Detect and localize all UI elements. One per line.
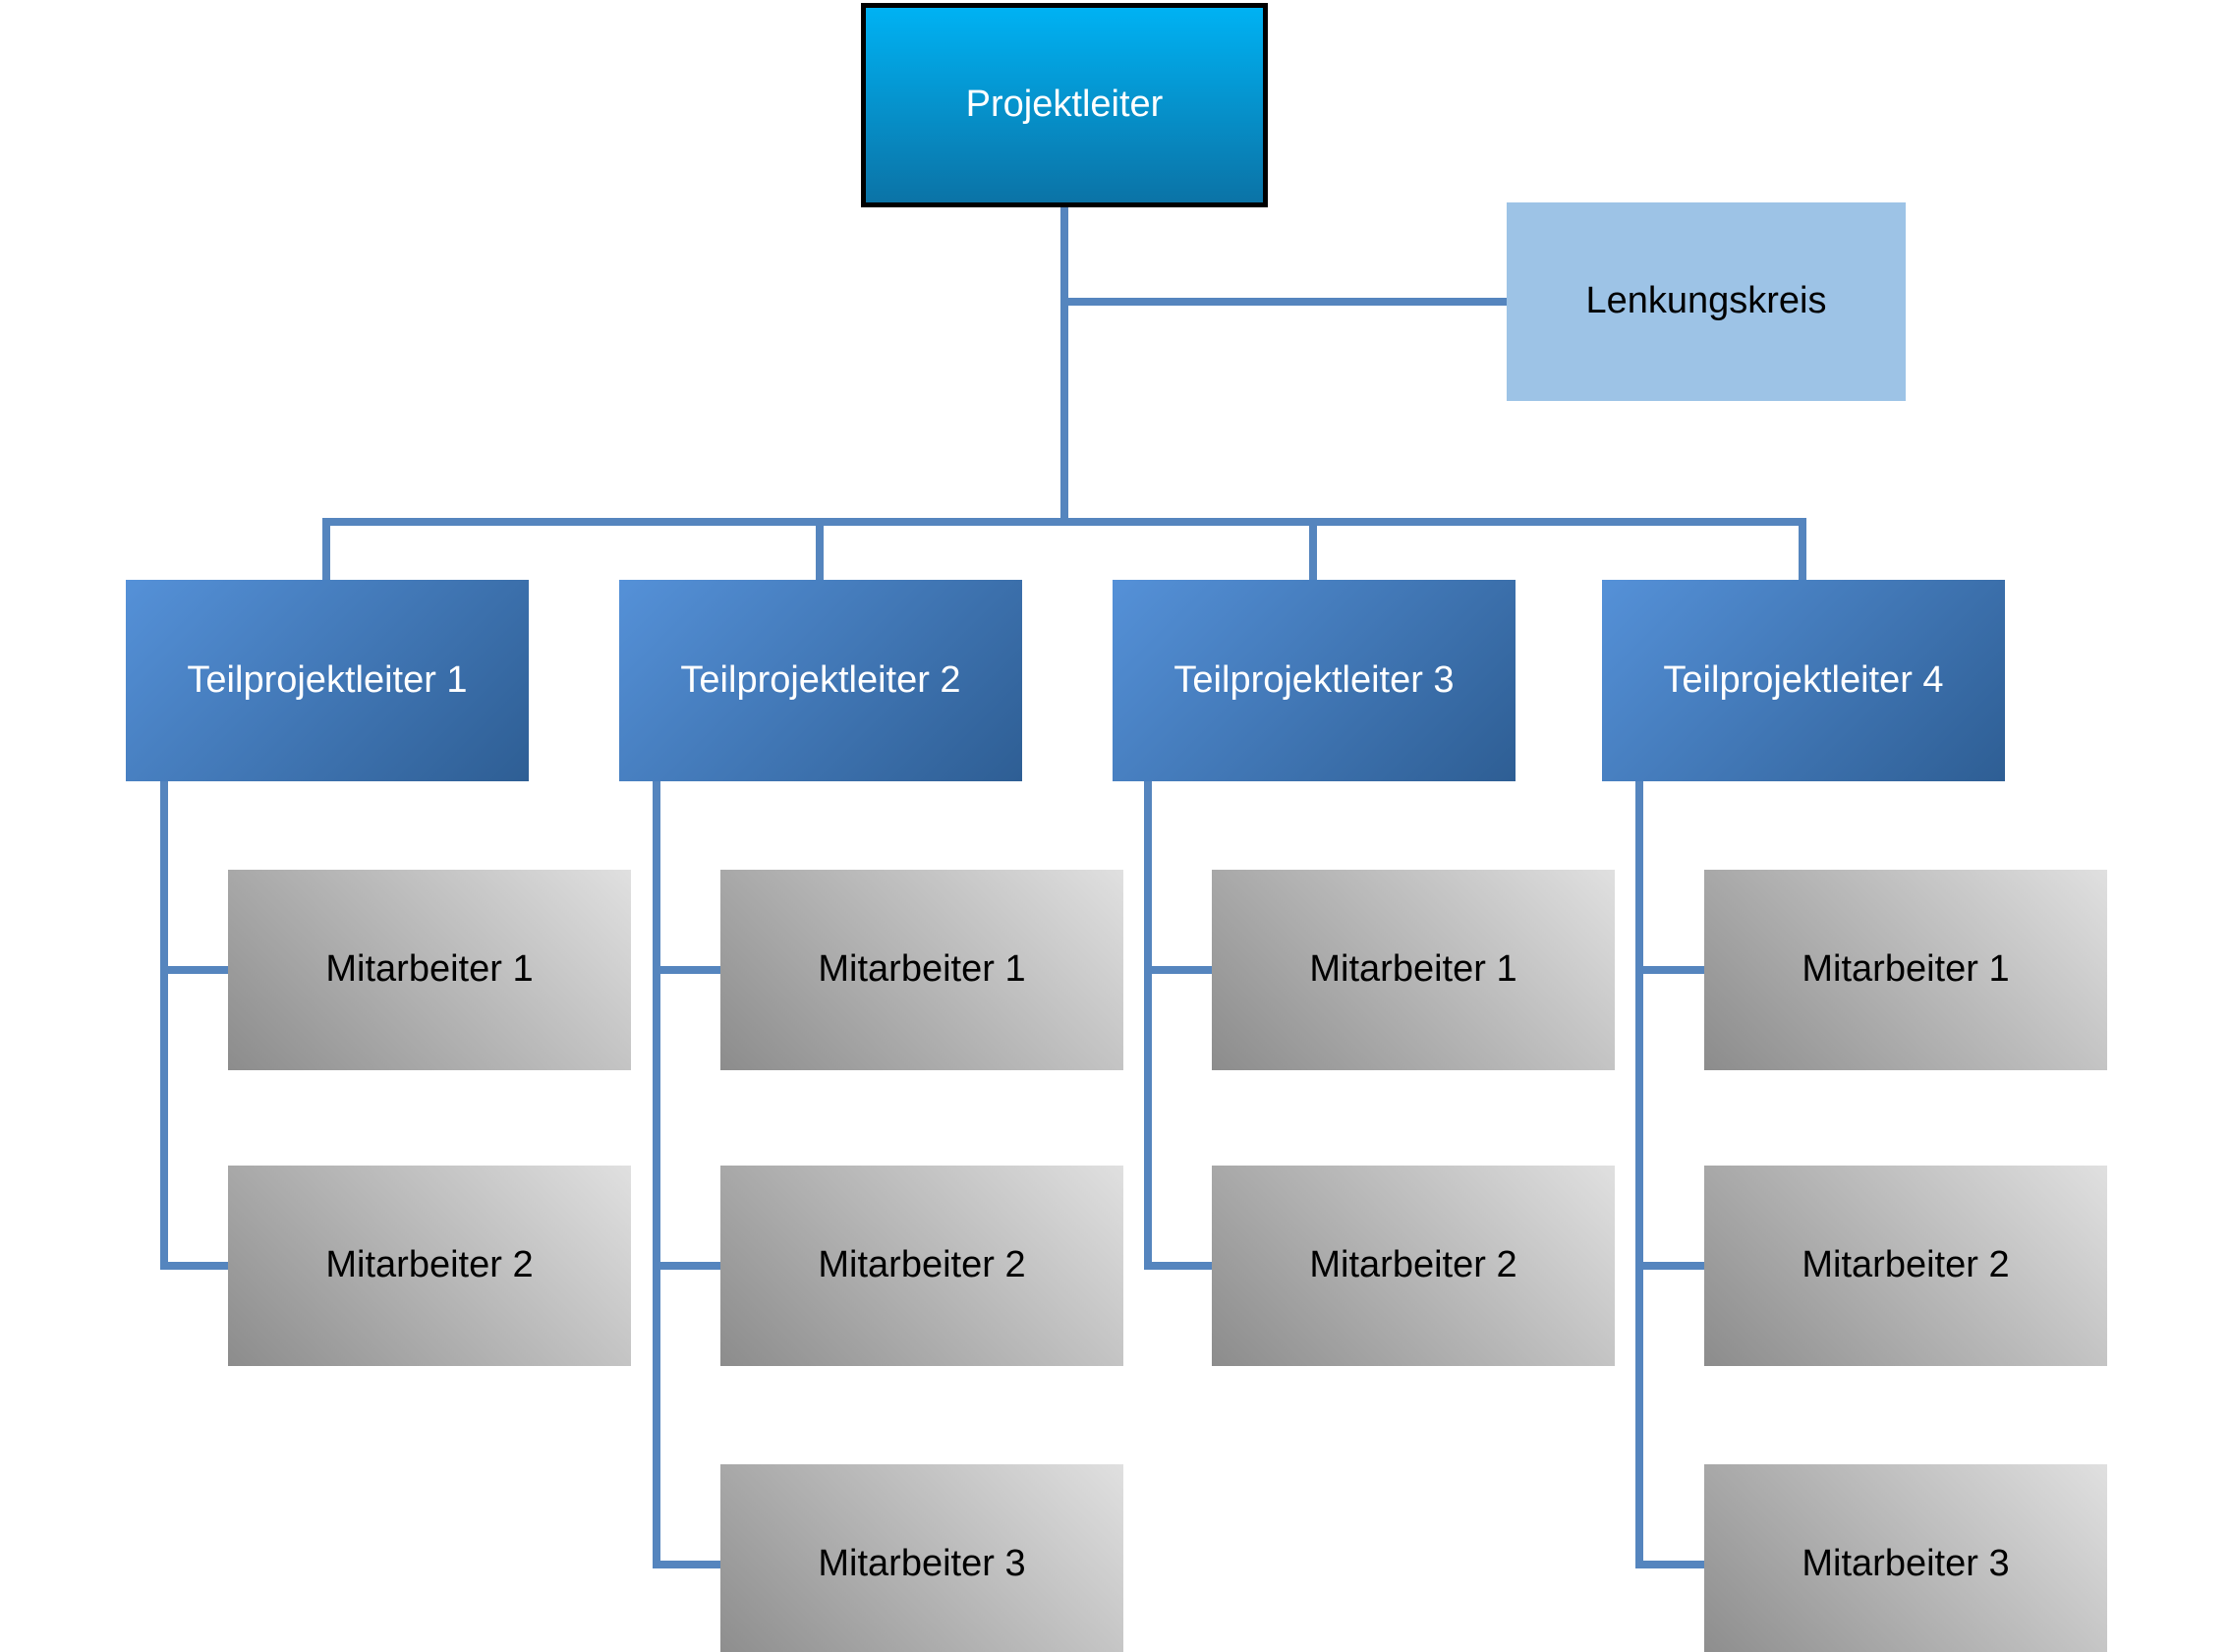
connector-stub-b2-m3 <box>653 1561 724 1568</box>
connector-stub-b2-m1 <box>653 966 724 974</box>
node-b4-mitarbeiter-1-label: Mitarbeiter 1 <box>1802 948 2010 991</box>
node-b1-mitarbeiter-2: Mitarbeiter 2 <box>228 1166 631 1366</box>
connector-drop-branch-4 <box>1799 518 1806 584</box>
connector-column-trunk-1 <box>160 779 168 1270</box>
node-teilprojektleiter-2: Teilprojektleiter 2 <box>619 580 1022 781</box>
node-teilprojektleiter-3-label: Teilprojektleiter 3 <box>1173 658 1455 701</box>
node-b2-mitarbeiter-3-label: Mitarbeiter 3 <box>818 1543 1026 1585</box>
connector-stub-b4-m3 <box>1635 1561 1708 1568</box>
node-b3-mitarbeiter-2: Mitarbeiter 2 <box>1212 1166 1615 1366</box>
connector-column-trunk-2 <box>653 779 660 1568</box>
node-projektleiter-label: Projektleiter <box>965 84 1164 126</box>
connector-stub-b1-m2 <box>160 1262 232 1270</box>
node-teilprojektleiter-3: Teilprojektleiter 3 <box>1113 580 1516 781</box>
node-b2-mitarbeiter-1-label: Mitarbeiter 1 <box>818 948 1026 991</box>
node-b4-mitarbeiter-2: Mitarbeiter 2 <box>1704 1166 2107 1366</box>
node-teilprojektleiter-4: Teilprojektleiter 4 <box>1602 580 2005 781</box>
connector-stub-b1-m1 <box>160 966 232 974</box>
node-b1-mitarbeiter-1: Mitarbeiter 1 <box>228 870 631 1070</box>
node-b1-mitarbeiter-2-label: Mitarbeiter 2 <box>325 1244 534 1286</box>
connector-column-trunk-4 <box>1635 779 1643 1568</box>
connector-stub-b4-m2 <box>1635 1262 1708 1270</box>
node-teilprojektleiter-2-label: Teilprojektleiter 2 <box>680 658 961 701</box>
node-teilprojektleiter-1-label: Teilprojektleiter 1 <box>187 658 468 701</box>
node-b3-mitarbeiter-2-label: Mitarbeiter 2 <box>1309 1244 1517 1286</box>
connector-bus <box>322 518 1806 526</box>
node-b2-mitarbeiter-2: Mitarbeiter 2 <box>720 1166 1123 1366</box>
connector-stub-b2-m2 <box>653 1262 724 1270</box>
node-b2-mitarbeiter-2-label: Mitarbeiter 2 <box>818 1244 1026 1286</box>
node-b1-mitarbeiter-1-label: Mitarbeiter 1 <box>325 948 534 991</box>
node-teilprojektleiter-4-label: Teilprojektleiter 4 <box>1663 658 1944 701</box>
node-b3-mitarbeiter-1: Mitarbeiter 1 <box>1212 870 1615 1070</box>
connector-stub-b3-m2 <box>1144 1262 1216 1270</box>
node-b3-mitarbeiter-1-label: Mitarbeiter 1 <box>1309 948 1517 991</box>
node-projektleiter: Projektleiter <box>861 3 1268 207</box>
connector-root-trunk <box>1060 205 1068 526</box>
connector-drop-branch-2 <box>816 518 824 584</box>
connector-advisory-stub <box>1064 298 1507 306</box>
connector-column-trunk-3 <box>1144 779 1152 1270</box>
node-lenkungskreis: Lenkungskreis <box>1507 202 1906 401</box>
connector-stub-b4-m1 <box>1635 966 1708 974</box>
node-b4-mitarbeiter-2-label: Mitarbeiter 2 <box>1802 1244 2010 1286</box>
connector-stub-b3-m1 <box>1144 966 1216 974</box>
connector-drop-branch-1 <box>322 518 330 584</box>
node-b4-mitarbeiter-3-label: Mitarbeiter 3 <box>1802 1543 2010 1585</box>
connector-drop-branch-3 <box>1309 518 1317 584</box>
node-lenkungskreis-label: Lenkungskreis <box>1585 280 1827 322</box>
node-b2-mitarbeiter-3: Mitarbeiter 3 <box>720 1464 1123 1652</box>
node-teilprojektleiter-1: Teilprojektleiter 1 <box>126 580 529 781</box>
node-b2-mitarbeiter-1: Mitarbeiter 1 <box>720 870 1123 1070</box>
node-b4-mitarbeiter-3: Mitarbeiter 3 <box>1704 1464 2107 1652</box>
node-b4-mitarbeiter-1: Mitarbeiter 1 <box>1704 870 2107 1070</box>
